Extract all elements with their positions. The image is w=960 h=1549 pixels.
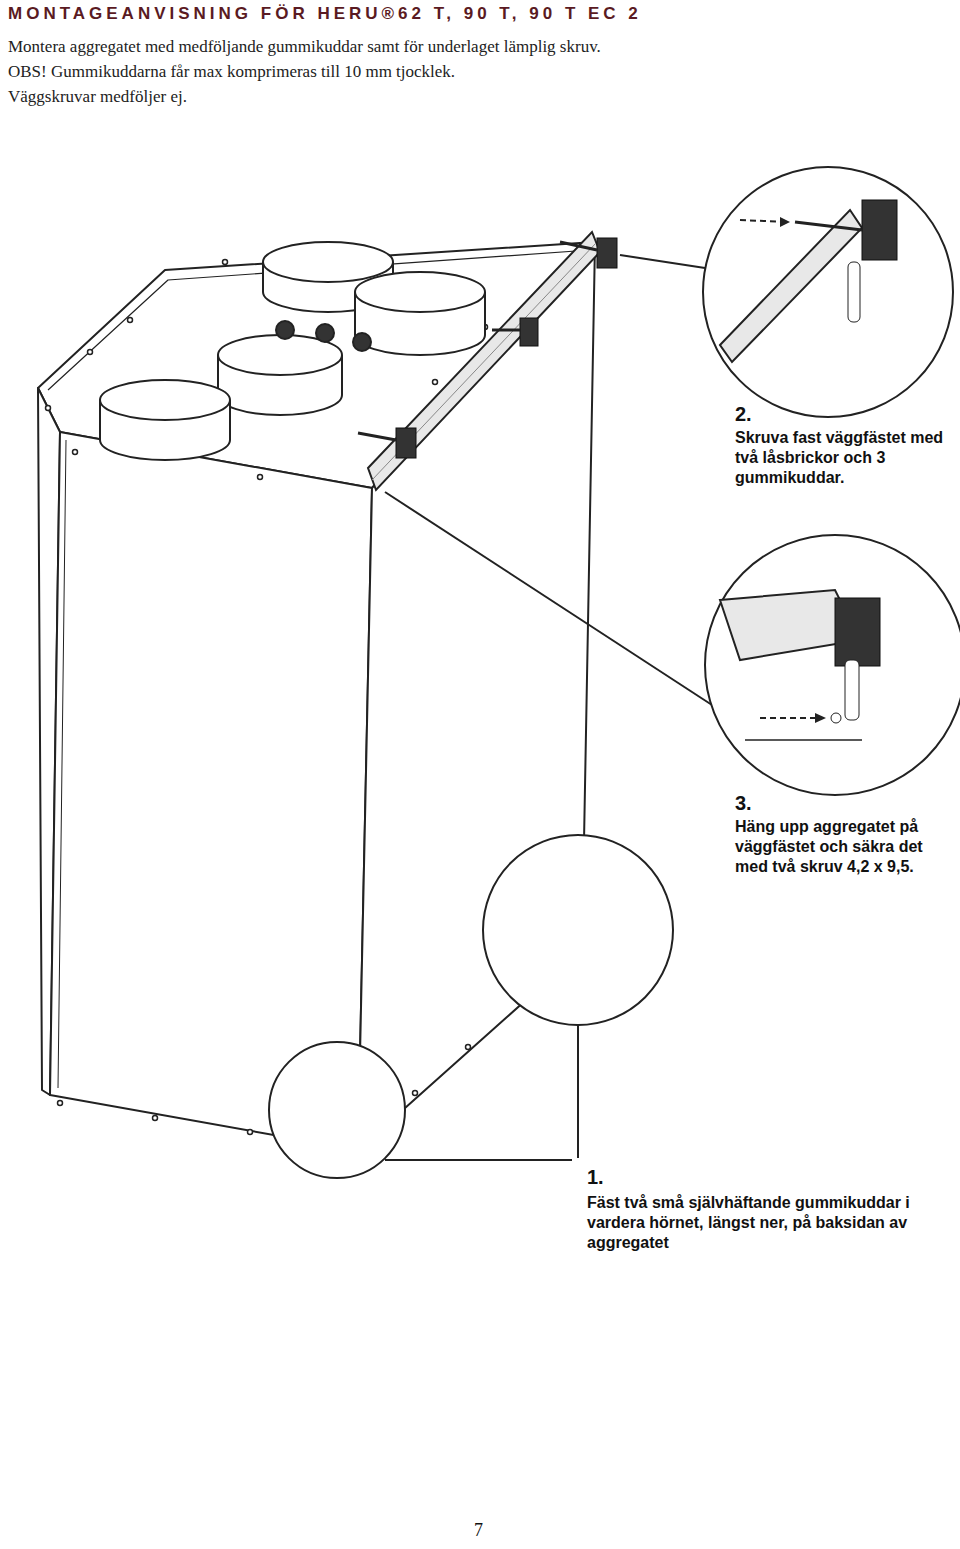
wall-bracket xyxy=(358,232,617,490)
detail-bracket-hang xyxy=(720,590,880,740)
step-text: Häng upp aggregatet på väggfästet och sä… xyxy=(735,817,950,877)
detail-circle xyxy=(483,835,673,1025)
step-number: 2. xyxy=(735,403,752,426)
panel-edge xyxy=(58,440,66,1088)
leader-line xyxy=(620,255,705,268)
unit-housing xyxy=(38,242,595,1150)
page-title: MONTAGEANVISNING FÖR HERU®62 T, 90 T, 90… xyxy=(8,4,642,24)
detail-circle xyxy=(269,1042,405,1178)
step-text: Skruva fast väggfästet med två låsbricko… xyxy=(735,428,950,488)
intro-text: Väggskruvar medföljer ej. xyxy=(8,87,187,107)
step-text: Fäst två små självhäftande gummikuddar i… xyxy=(587,1193,947,1253)
detail-circle xyxy=(703,167,953,417)
note-text: OBS! Gummikuddarna får max komprimeras t… xyxy=(8,62,455,82)
page-number: 7 xyxy=(474,1520,483,1541)
step-number: 3. xyxy=(735,792,752,815)
intro-text: Montera aggregatet med medföljande gummi… xyxy=(8,37,601,57)
leader-line xyxy=(577,1025,579,1158)
step-number: 1. xyxy=(587,1166,604,1189)
leader-line xyxy=(385,1159,572,1161)
knobs xyxy=(276,321,371,351)
detail-circles xyxy=(269,167,960,1178)
detail-circle xyxy=(705,535,960,795)
detail-bracket-top xyxy=(720,200,897,362)
leader-line xyxy=(385,492,712,705)
